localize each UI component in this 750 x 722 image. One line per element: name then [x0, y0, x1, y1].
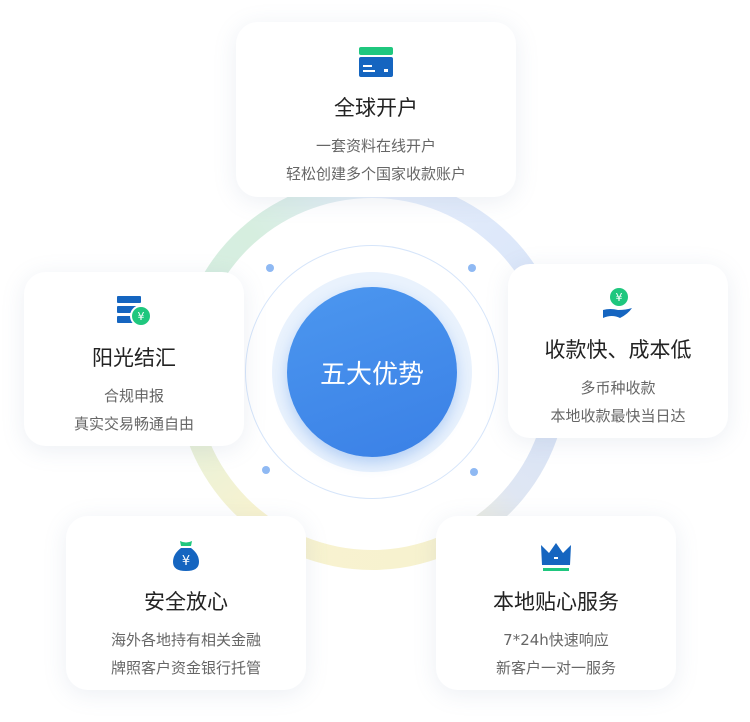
dot — [470, 468, 478, 476]
card-title: 本地贴心服务 — [493, 590, 619, 614]
card-title: 全球开户 — [334, 96, 418, 120]
card-local-service: 本地贴心服务 7*24h快速响应 新客户一对一服务 — [436, 516, 676, 690]
inner-circle-outline — [245, 245, 499, 499]
card-fast-low-cost: ¥ 收款快、成本低 多币种收款 本地收款最快当日达 — [508, 264, 728, 438]
dot — [262, 466, 270, 474]
money-bag-icon: ¥ — [66, 538, 306, 574]
card-line: 新客户一对一服务 — [495, 659, 616, 677]
server-yuan-icon: ¥ — [24, 294, 244, 330]
card-line: 一套资料在线开户 — [315, 137, 436, 155]
crown-icon — [436, 538, 676, 574]
card-line: 合规申报 — [103, 387, 164, 405]
card-line: 牌照客户资金银行托管 — [110, 659, 261, 677]
dot — [468, 264, 476, 272]
card-title: 安全放心 — [144, 590, 228, 614]
card-global-account: 全球开户 一套资料在线开户 轻松创建多个国家收款账户 — [236, 22, 516, 197]
svg-text:¥: ¥ — [138, 310, 145, 323]
svg-text:¥: ¥ — [182, 554, 190, 569]
card-icon — [236, 44, 516, 80]
dot — [266, 264, 274, 272]
card-line: 轻松创建多个国家收款账户 — [285, 165, 466, 183]
card-line: 本地收款最快当日达 — [550, 407, 686, 425]
svg-text:¥: ¥ — [616, 291, 623, 304]
card-line: 7*24h快速响应 — [503, 631, 609, 649]
card-title: 收款快、成本低 — [544, 338, 692, 362]
card-line: 海外各地持有相关金融 — [110, 631, 261, 649]
hand-yuan-icon: ¥ — [508, 286, 728, 322]
card-line: 多币种收款 — [580, 379, 656, 397]
card-title: 阳光结汇 — [92, 346, 176, 370]
card-line: 真实交易畅通自由 — [73, 415, 194, 433]
card-settlement: ¥ 阳光结汇 合规申报 真实交易畅通自由 — [24, 272, 244, 446]
card-safety: ¥ 安全放心 海外各地持有相关金融 牌照客户资金银行托管 — [66, 516, 306, 690]
center-badge: 五大优势 — [287, 287, 457, 457]
